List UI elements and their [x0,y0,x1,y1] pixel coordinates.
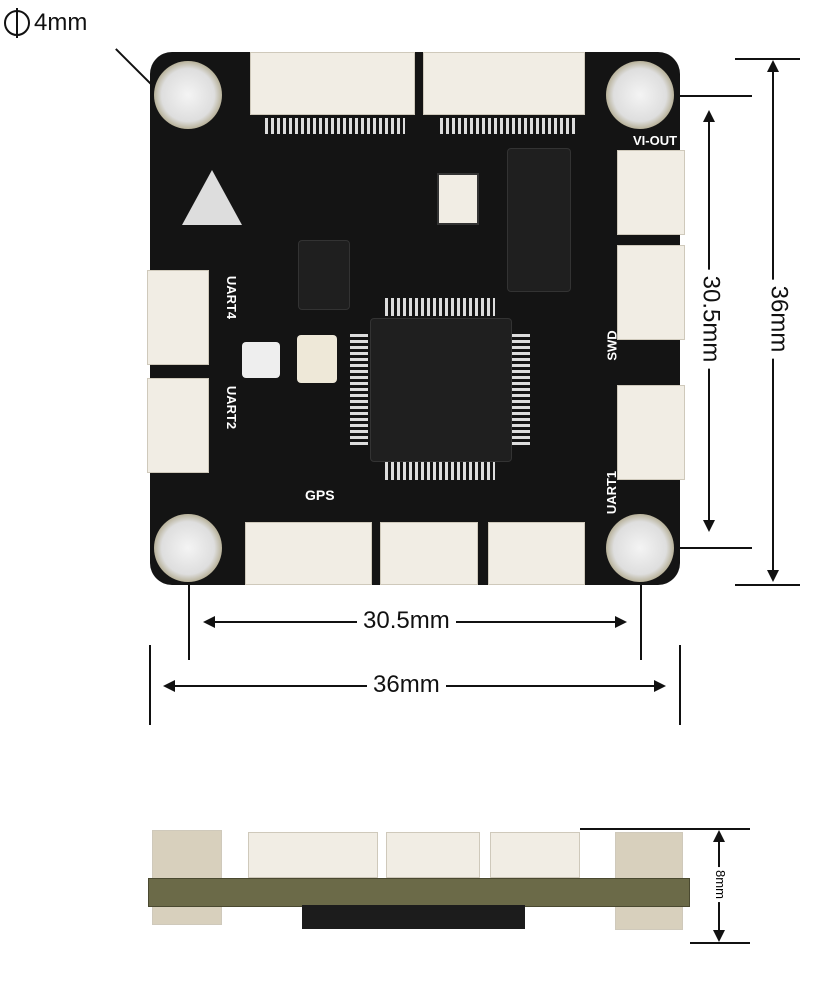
flash-chip [507,148,571,292]
extension-line [640,585,642,660]
regulator-chip [298,240,350,310]
extension-line [679,645,681,725]
connector-right [617,150,685,235]
side-block [152,830,222,925]
mount-hole [154,514,222,582]
arrow-up-icon [767,60,779,72]
side-pcb [148,878,690,907]
extension-line [735,58,800,60]
mcu-pins [350,333,368,445]
extension-line [680,547,752,549]
connector-bottom [488,522,585,585]
sensor-chip [297,335,337,383]
board-height-label: 36mm [764,279,793,359]
mount-hole [606,61,674,129]
label-uart1: UART1 [604,470,620,515]
mount-width-label: 30.5mm [357,607,456,635]
arrow-right-icon [654,680,666,692]
hole-size-label: 4mm [34,9,88,36]
extension-line [680,95,752,97]
thickness-label: 8mm [712,867,728,902]
arrow-right-icon [615,616,627,628]
diameter-icon [4,8,30,38]
arrow-up-icon [703,110,715,122]
board-width-label: 36mm [367,671,446,699]
connector-top [250,52,415,115]
mount-hole [606,514,674,582]
arrow-up-icon [713,830,725,842]
side-chip [302,905,525,929]
label-gps: GPS [305,487,335,503]
arrow-left-icon [163,680,175,692]
extension-line [735,584,800,586]
extension-line [690,942,750,944]
label-vi-out: VI-OUT [633,133,678,148]
sensor-chip [242,342,280,378]
connector-left [147,270,209,365]
arrow-left-icon [203,616,215,628]
extension-line [580,828,750,830]
side-connector [248,832,378,878]
connector-top [423,52,585,115]
connector-left [147,378,209,473]
connector-bottom [245,522,372,585]
sensor-chip [437,173,479,225]
mount-hole [154,61,222,129]
extension-line [188,585,190,660]
mcu-chip [370,318,512,462]
connector-pins [265,118,405,134]
arrow-down-icon [767,570,779,582]
extension-line [149,645,151,725]
arrow-down-icon [703,520,715,532]
label-uart2: UART2 [224,385,240,430]
side-connector [490,832,580,878]
connector-bottom [380,522,478,585]
connector-right [617,245,685,340]
mcu-pins [385,298,495,316]
mount-height-label: 30.5mm [696,269,725,369]
arrow-down-icon [713,930,725,942]
logo-icon [182,170,242,225]
connector-pins [440,118,575,134]
mcu-pins [512,333,530,445]
label-swd: SWD [604,330,620,361]
connector-right [617,385,685,480]
side-connector [386,832,480,878]
label-uart4: UART4 [224,275,240,320]
mcu-pins [385,462,495,480]
